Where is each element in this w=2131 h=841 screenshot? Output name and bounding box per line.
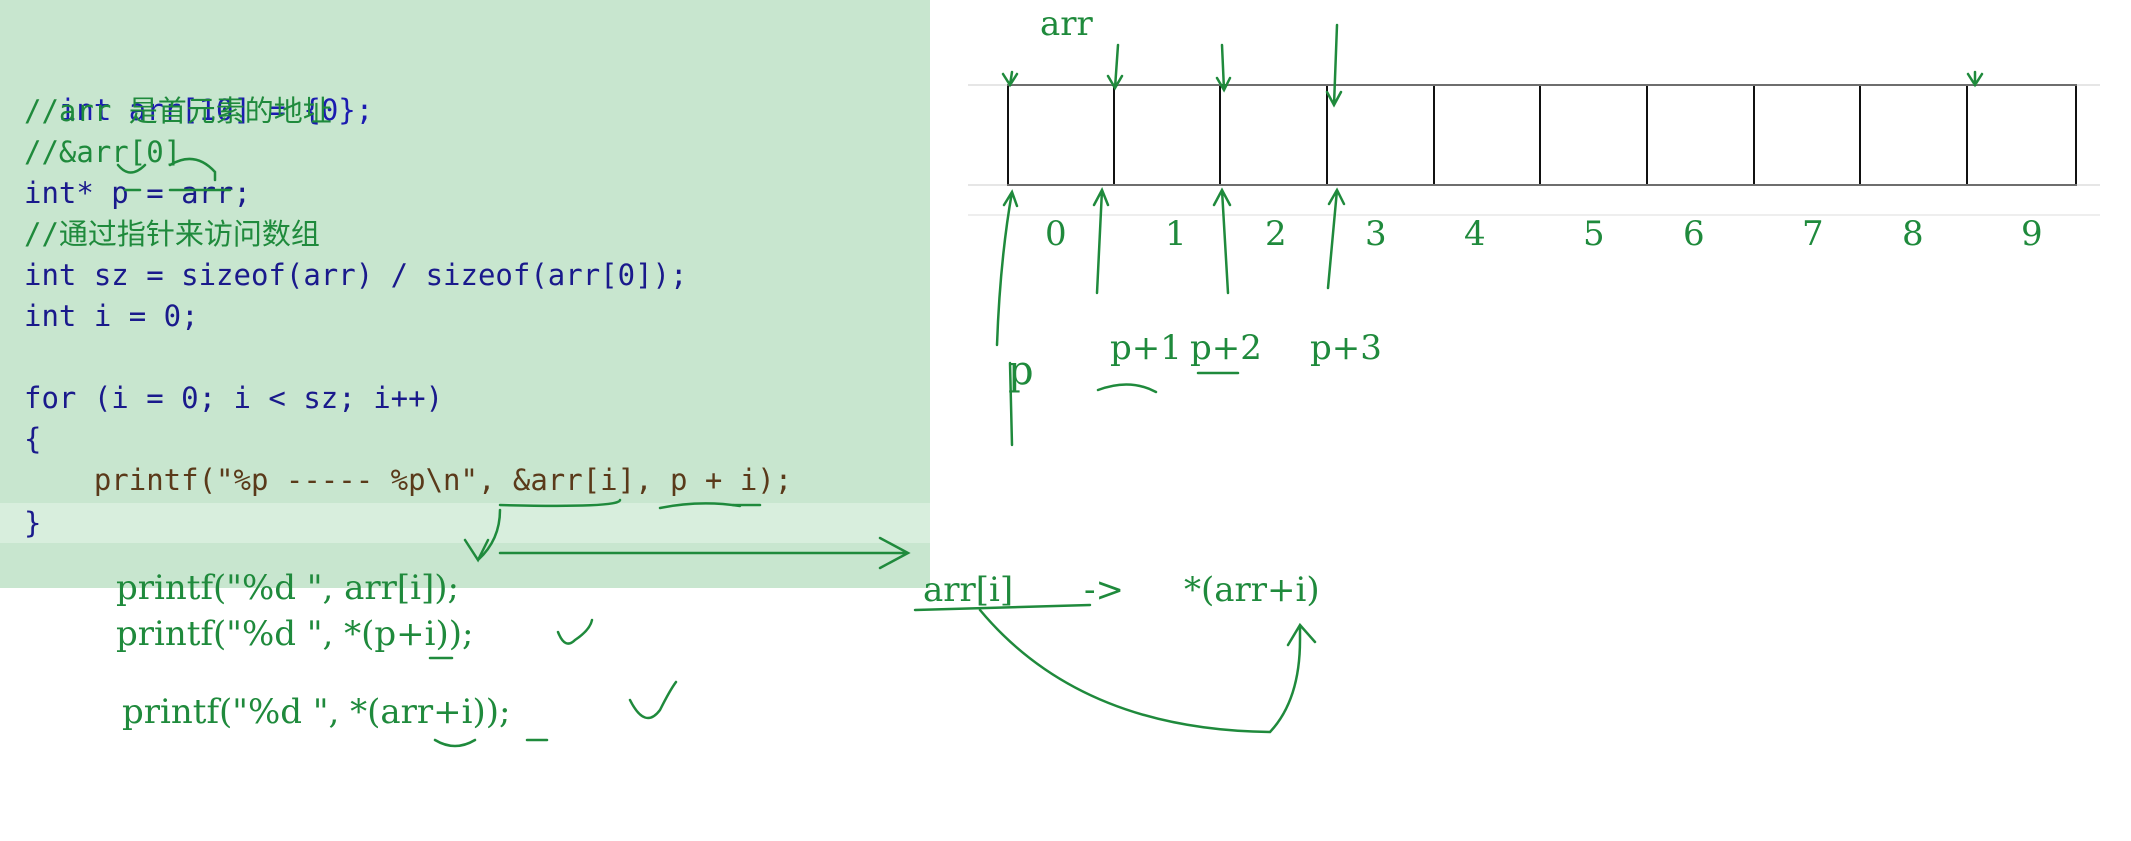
index-label: 8: [1902, 214, 1924, 254]
code-text: int arr[10] = {0};: [58, 93, 374, 127]
code-line-declare-array: int arr[10] = {0};: [24, 50, 373, 130]
index-label: 5: [1583, 214, 1605, 254]
code-editor-panel[interactable]: [0, 0, 930, 588]
index-label: 2: [1265, 214, 1287, 254]
array-outline: [1007, 84, 2077, 186]
code-comment-access: //通过指针来访问数组: [24, 217, 320, 251]
current-line-highlight: [0, 503, 930, 543]
printf-arr-index: printf("%d ", arr[i]);: [116, 568, 459, 608]
p-plus-1-label: p+1: [1110, 328, 1182, 368]
hand-arrows: [116, 23, 1984, 748]
equiv-right: *(arr+i): [1184, 570, 1320, 610]
code-line-for: for (i = 0; i < sz; i++): [24, 381, 444, 415]
p-plus-2-label: p+2: [1190, 328, 1262, 368]
code-line-size: int sz = sizeof(arr) / sizeof(arr[0]);: [24, 258, 688, 292]
equiv-arrow: ->: [1084, 570, 1124, 610]
p-plus-3-label: p+3: [1310, 328, 1382, 368]
index-label: 3: [1365, 214, 1387, 254]
index-label: 0: [1045, 214, 1067, 254]
array-memory-diagram: [1007, 84, 2077, 186]
code-line-open-brace: {: [24, 422, 42, 456]
printf-pointer-offset: printf("%d ", *(p+i));: [116, 614, 474, 654]
index-label: 9: [2021, 214, 2043, 254]
pointer-p-label: p: [1008, 348, 1034, 394]
code-comment-ref: //&arr[0]: [24, 135, 182, 169]
index-label: 7: [1802, 214, 1824, 254]
code-line-printf: printf("%p ----- %p\n", &arr[i], p + i);: [24, 463, 793, 497]
code-line-index: int i = 0;: [24, 299, 199, 333]
code-line-close-brace: }: [24, 506, 42, 540]
index-label: 4: [1464, 214, 1486, 254]
index-label: 1: [1165, 214, 1187, 254]
printf-arr-offset: printf("%d ", *(arr+i));: [122, 692, 511, 732]
code-comment-address: //arr 是首元素的地址: [24, 94, 332, 128]
code-line-pointer: int* p = arr;: [24, 176, 251, 210]
equiv-left: arr[i]: [923, 570, 1014, 610]
index-label: 6: [1683, 214, 1705, 254]
arr-label: arr: [1040, 4, 1093, 44]
